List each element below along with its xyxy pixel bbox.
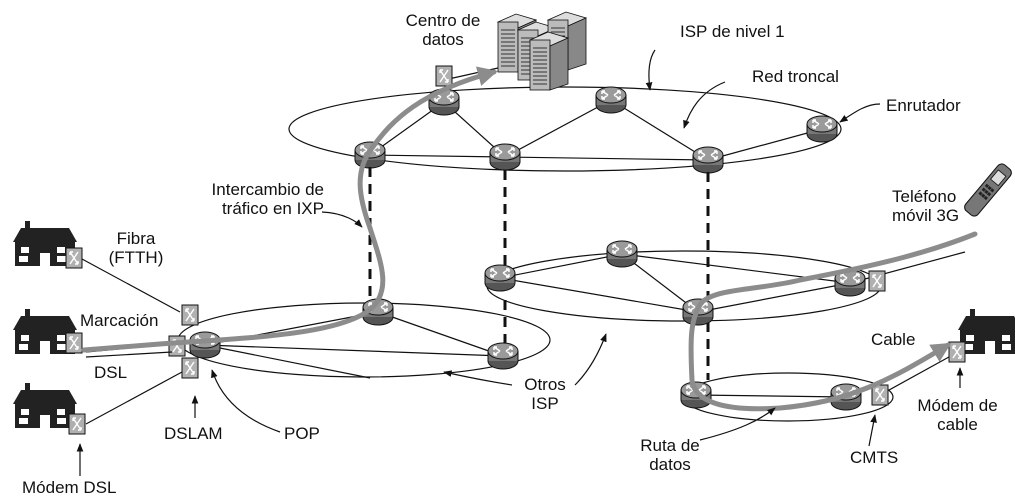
data-path-label: Ruta de datos: [632, 436, 708, 474]
mobile-phone-icon: [964, 163, 1012, 217]
router-label: Enrutador: [886, 96, 961, 115]
backbone-label: Red troncal: [752, 67, 839, 86]
mobile-phone-label-line2: móvil 3G: [892, 206, 960, 225]
cable-label: Cable: [871, 330, 916, 349]
other-isp-label: Otros ISP: [515, 375, 575, 413]
dialup-modem-bank-icon: [181, 304, 199, 326]
mobile-phone-label: Teléfono móvil 3G: [892, 187, 959, 225]
dslam-label: DSLAM: [164, 424, 223, 443]
dialup-modem-icon: [65, 332, 83, 354]
data-center-label: Centro de datos: [398, 11, 488, 49]
mobile-phone-label-line1: Teléfono: [892, 187, 957, 206]
base-station-icon: [868, 270, 886, 292]
router-icon: [489, 143, 521, 171]
fiber-label: Fibra (FTTH): [98, 229, 174, 267]
ixp-label-line1: Intercambio de: [211, 180, 324, 199]
data-center-switch-icon: [435, 65, 453, 87]
dsl-home-icon: [13, 383, 77, 428]
router-icon: [806, 115, 838, 143]
data-path-label-line2: datos: [649, 455, 691, 474]
ixp-label-line2: tráfico en IXP: [221, 199, 324, 218]
data-center-label-line2: datos: [422, 30, 464, 49]
dialup-label: Marcación: [80, 311, 159, 330]
data-paths: [81, 66, 978, 412]
annotation-arrows: [76, 49, 964, 476]
router-icon: [484, 264, 516, 292]
cmts-icon: [871, 384, 889, 406]
tier1-isp-label: ISP de nivel 1: [680, 22, 785, 41]
cable-modem-label-line1: Módem de: [917, 396, 998, 415]
cmts-label: CMTS: [850, 448, 899, 467]
fiber-label-line2: (FTTH): [108, 248, 164, 267]
cable-home-icon: [958, 309, 1015, 354]
router-icon: [692, 146, 724, 174]
regional-isp-network: [484, 240, 966, 326]
ont-icon: [65, 247, 83, 269]
data-center-label-line1: Centro de: [405, 11, 481, 30]
ixp-label: Intercambio de tráfico en IXP: [172, 180, 324, 218]
pop-label: POP: [284, 424, 320, 443]
router-icon: [606, 240, 638, 268]
ixp-peering-links: [368, 167, 710, 380]
cable-modem-label: Módem de cable: [905, 396, 1010, 434]
cable-isp-network: [680, 351, 959, 422]
tier1-isp-network: [288, 86, 842, 174]
dsl-modem-icon: [68, 413, 86, 435]
local-isp-network: [168, 298, 551, 379]
router-icon: [487, 342, 519, 370]
tier1-isp-ring: [288, 86, 842, 172]
pop-router-icon: [189, 331, 221, 359]
dslam-icon: [181, 357, 199, 379]
other-isp-label-line1: Otros: [524, 375, 566, 394]
router-icon: [595, 86, 627, 114]
cable-modem-icon: [948, 341, 966, 363]
dsl-label: DSL: [94, 363, 128, 382]
access-switch-icon: [168, 335, 186, 357]
server-icon: [529, 31, 569, 91]
data-path-label-line1: Ruta de: [640, 436, 700, 455]
fiber-label-line1: Fibra: [116, 229, 156, 248]
other-isp-label-line2: ISP: [531, 394, 559, 413]
cable-modem-label-line2: cable: [937, 415, 978, 434]
dsl-modem-label: Módem DSL: [22, 478, 117, 497]
